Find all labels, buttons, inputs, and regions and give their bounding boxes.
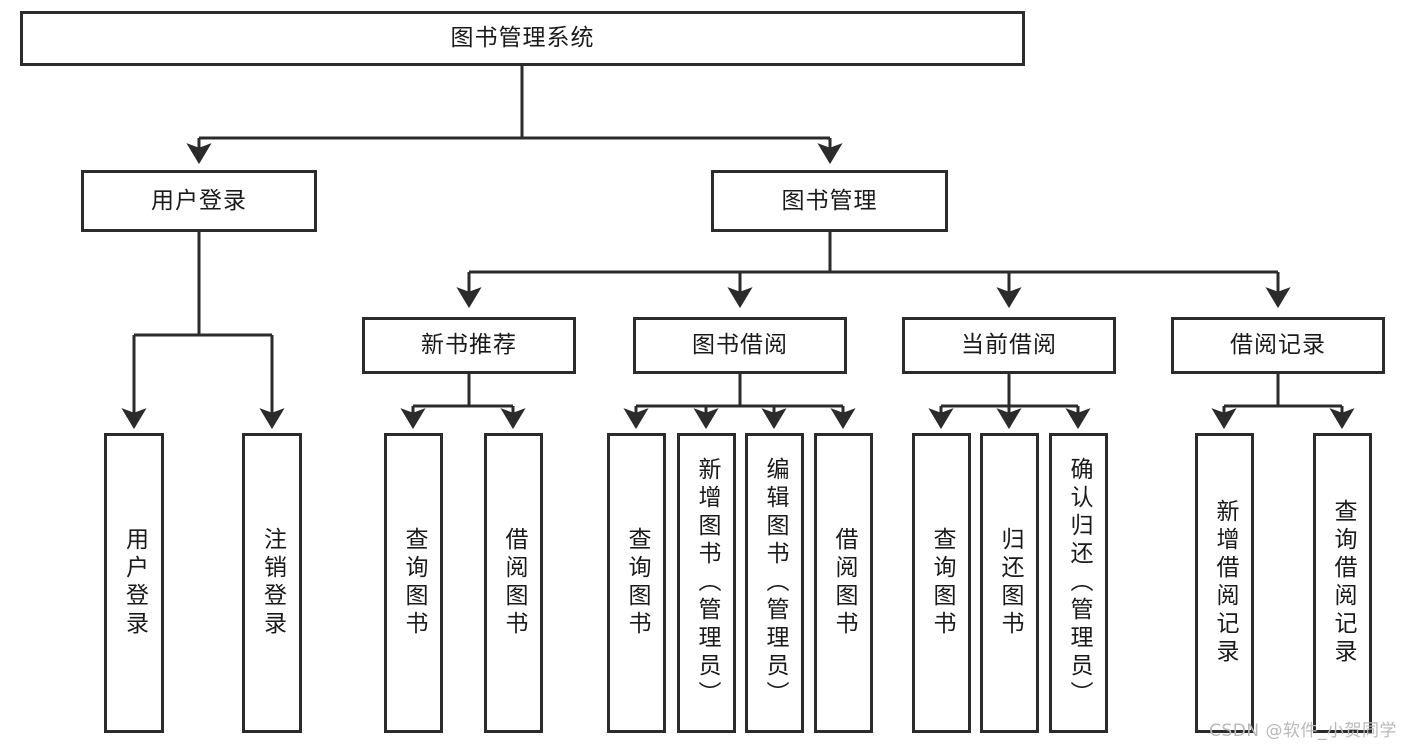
node-root-label: 图书管理系统 (450, 25, 595, 52)
leaf-current-confirm-return-admin[interactable]: 确认归还（管理员） (1049, 433, 1108, 733)
leaf-new-book-query-book-label: 查询图书 (401, 527, 427, 639)
node-book-management[interactable]: 图书管理 (711, 170, 948, 232)
node-borrow-records[interactable]: 借阅记录 (1171, 317, 1385, 374)
leaf-current-return-book-label: 归还图书 (997, 527, 1023, 639)
node-current-borrow-label: 当前借阅 (961, 332, 1057, 359)
node-new-book-recommend[interactable]: 新书推荐 (362, 317, 576, 374)
node-book-borrow[interactable]: 图书借阅 (633, 317, 847, 374)
node-user-login-label: 用户登录 (151, 187, 247, 214)
leaf-records-query-record[interactable]: 查询借阅记录 (1313, 433, 1372, 733)
leaf-new-book-query-book[interactable]: 查询图书 (384, 433, 443, 733)
node-root-book-management-system[interactable]: 图书管理系统 (20, 11, 1025, 66)
node-user-login[interactable]: 用户登录 (81, 170, 317, 232)
node-book-management-label: 图书管理 (781, 187, 878, 214)
node-current-borrow[interactable]: 当前借阅 (902, 317, 1116, 374)
leaf-records-add-record-label: 新增借阅记录 (1212, 499, 1238, 667)
leaf-user-login[interactable]: 用户登录 (104, 433, 164, 733)
leaf-borrow-borrow-book-label: 借阅图书 (831, 527, 857, 639)
leaf-current-query-book-label: 查询图书 (929, 527, 955, 639)
leaf-borrow-query-book-label: 查询图书 (624, 527, 650, 639)
leaf-borrow-edit-book-admin-label: 编辑图书（管理员） (762, 457, 788, 709)
leaf-current-return-book[interactable]: 归还图书 (980, 433, 1039, 733)
leaf-user-login-label: 用户登录 (121, 527, 148, 639)
leaf-new-book-borrow-book[interactable]: 借阅图书 (484, 433, 543, 733)
leaf-current-query-book[interactable]: 查询图书 (912, 433, 971, 733)
leaf-borrow-edit-book-admin[interactable]: 编辑图书（管理员） (745, 433, 804, 733)
node-borrow-records-label: 借阅记录 (1230, 332, 1326, 359)
leaf-records-add-record[interactable]: 新增借阅记录 (1195, 433, 1254, 733)
leaf-logout[interactable]: 注销登录 (242, 433, 302, 733)
leaf-new-book-borrow-book-label: 借阅图书 (501, 527, 527, 639)
leaf-borrow-add-book-admin-label: 新增图书（管理员） (694, 457, 720, 709)
leaf-borrow-query-book[interactable]: 查询图书 (607, 433, 666, 733)
leaf-borrow-borrow-book[interactable]: 借阅图书 (814, 433, 873, 733)
leaf-records-query-record-label: 查询借阅记录 (1330, 499, 1356, 667)
node-new-book-recommend-label: 新书推荐 (421, 332, 517, 359)
node-book-borrow-label: 图书借阅 (692, 332, 788, 359)
leaf-current-confirm-return-admin-label: 确认归还（管理员） (1066, 457, 1092, 709)
csdn-watermark: CSDN @软件_小贺同学 (1209, 721, 1397, 741)
leaf-logout-label: 注销登录 (259, 527, 286, 639)
leaf-borrow-add-book-admin[interactable]: 新增图书（管理员） (677, 433, 736, 733)
